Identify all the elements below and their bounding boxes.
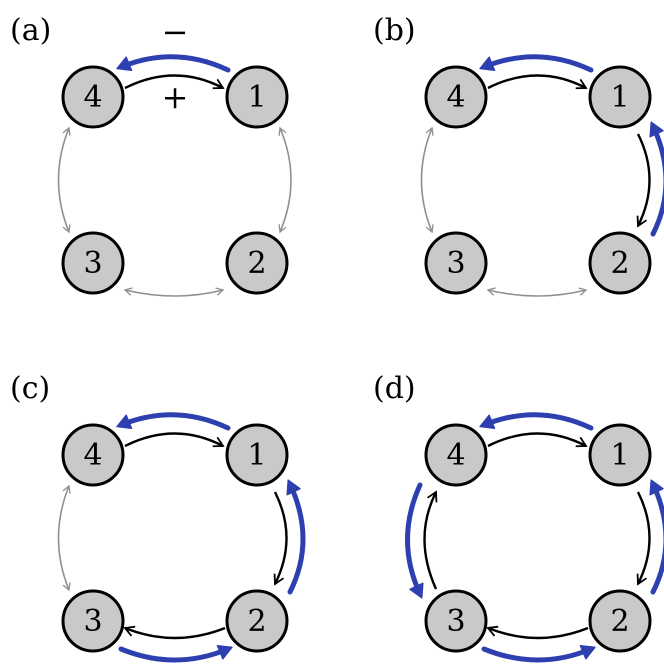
feedback-arrow-4-1 [479, 54, 594, 73]
node-circle [225, 589, 289, 653]
node-circle [424, 65, 488, 129]
panel-c: (c) 1 2 3 4 [10, 371, 306, 663]
panel-label: (b) [373, 13, 416, 48]
node-4: 4 [61, 423, 125, 487]
node-label: 4 [83, 80, 102, 115]
node-circle [424, 423, 488, 487]
node-label: 3 [446, 246, 465, 281]
active-link-2-3 [486, 625, 589, 640]
node-3: 3 [61, 231, 125, 295]
active-link-4-1 [487, 74, 588, 90]
inactive-link-2-3 [123, 287, 225, 297]
inactive-link-3-4 [420, 126, 434, 234]
active-link-2-3 [123, 625, 226, 640]
node-3: 3 [424, 231, 488, 295]
node-4: 4 [424, 423, 488, 487]
node-1: 1 [225, 65, 289, 129]
node-label: 1 [610, 438, 629, 473]
node-circle [225, 231, 289, 295]
panel-b: (b) 1 2 3 4 [373, 13, 664, 297]
active-link-3-4 [423, 490, 438, 590]
node-2: 2 [588, 231, 652, 295]
node-2: 2 [225, 589, 289, 653]
node-label: 4 [446, 80, 465, 115]
node-4: 4 [424, 65, 488, 129]
feedback-arrow-4-1 [116, 54, 231, 73]
node-2: 2 [225, 231, 289, 295]
node-label: 2 [247, 246, 266, 281]
node-circle [61, 231, 125, 295]
node-label: 3 [83, 246, 102, 281]
feedback-arrow-1-2 [649, 479, 664, 595]
node-label: 3 [83, 604, 102, 639]
inactive-link-2-3 [486, 287, 588, 297]
node-1: 1 [588, 423, 652, 487]
minus-sign-label: − [162, 13, 189, 51]
node-label: 1 [247, 80, 266, 115]
panel-label: (d) [373, 371, 416, 406]
node-4: 4 [61, 65, 125, 129]
feedback-arrow-3-4 [405, 482, 424, 599]
active-link-1-2 [636, 491, 651, 586]
node-circle [424, 231, 488, 295]
inactive-link-3-4 [57, 484, 71, 592]
node-circle [588, 423, 652, 487]
feedback-arrow-2-3 [481, 645, 596, 663]
panel-d: (d) 1 2 3 4 [373, 371, 664, 663]
active-link-1-2 [636, 133, 651, 228]
feedback-arrow-4-1 [116, 412, 231, 431]
plus-sign-label: + [162, 78, 189, 116]
active-link-4-1 [124, 74, 225, 90]
node-label: 2 [247, 604, 266, 639]
node-label: 3 [446, 604, 465, 639]
node-label: 2 [610, 604, 629, 639]
node-circle [588, 65, 652, 129]
node-circle [61, 423, 125, 487]
inactive-link-1-2 [278, 126, 292, 234]
node-circle [225, 423, 289, 487]
node-1: 1 [225, 423, 289, 487]
node-label: 4 [446, 438, 465, 473]
node-2: 2 [588, 589, 652, 653]
inactive-link-3-4 [57, 126, 71, 234]
active-link-1-2 [273, 491, 288, 586]
node-circle [225, 65, 289, 129]
node-circle [61, 65, 125, 129]
node-circle [588, 589, 652, 653]
node-label: 2 [610, 246, 629, 281]
feedback-arrow-4-1 [479, 412, 594, 431]
node-3: 3 [424, 589, 488, 653]
active-link-4-1 [487, 432, 588, 448]
node-circle [424, 589, 488, 653]
node-label: 1 [610, 80, 629, 115]
node-label: 1 [247, 438, 266, 473]
active-link-4-1 [124, 432, 225, 448]
feedback-arrow-1-2 [286, 479, 306, 595]
panel-a: (a) 1 2 3 4 − + [10, 13, 292, 297]
feedback-arrow-1-2 [649, 121, 664, 237]
panel-label: (c) [10, 371, 50, 406]
node-1: 1 [588, 65, 652, 129]
node-3: 3 [61, 589, 125, 653]
node-label: 4 [83, 438, 102, 473]
panel-label: (a) [10, 13, 51, 48]
feedback-arrow-2-3 [118, 645, 233, 663]
node-circle [588, 231, 652, 295]
node-circle [61, 589, 125, 653]
